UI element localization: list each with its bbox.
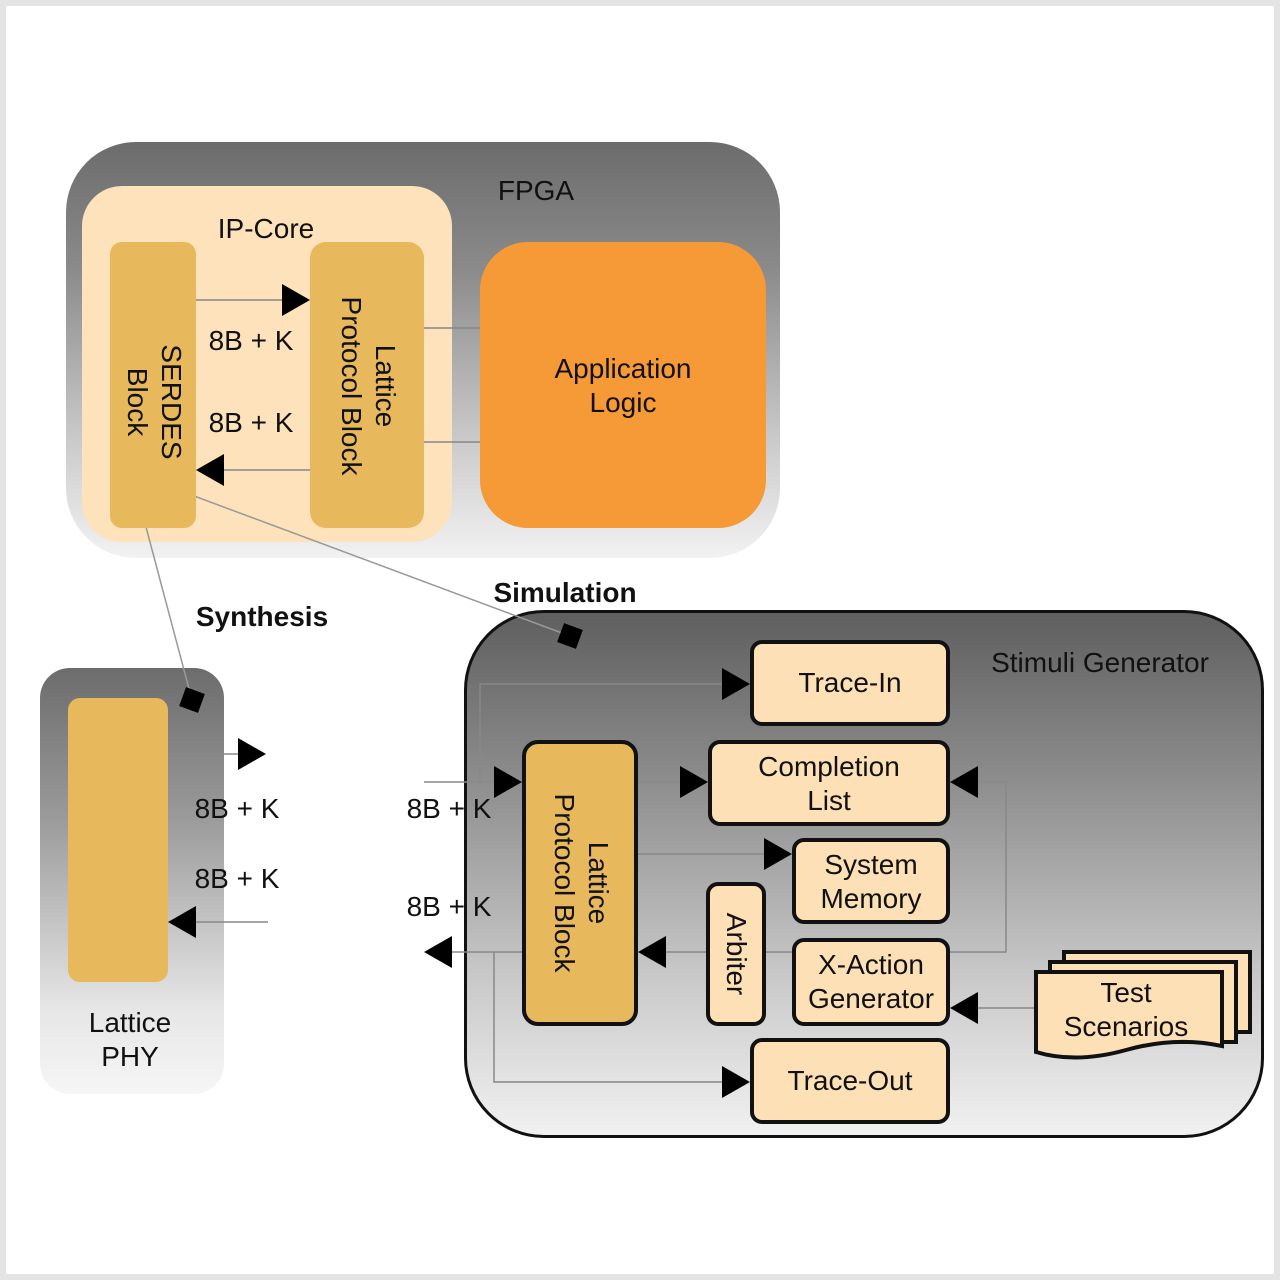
stimuli-lattice-protocol-block [522,740,638,1026]
trace-in-label: Trace-In [798,667,902,698]
trace-out-line [493,952,724,1083]
arbiter-label: Arbiter [721,912,752,996]
trace-in-block [750,640,950,726]
completion-feedback-arrow [950,766,978,798]
completion-list-block [708,740,950,826]
ip-core-label: IP-Core [217,213,315,244]
stimuli-signal-top: 8B + K [406,793,492,824]
stimuli-generator-title: Stimuli Generator [991,647,1209,678]
phy-anchor [179,687,205,713]
phy-tx-arrow [238,738,266,770]
arbiter-block [706,882,766,1026]
fpga-tx-arrow [282,284,310,316]
trace-in-arrow [722,668,750,700]
trace-out-label: Trace-Out [787,1065,913,1096]
synthesis-link [141,511,193,701]
fpga-rx-arrow [196,454,224,486]
phy-signal-top: 8B + K [194,793,280,824]
memory-in-arrow [764,838,792,870]
arbiter-out-arrow [638,936,666,968]
phy-rx-arrow [168,906,196,938]
fpga-signal-bottom: 8B + K [208,407,294,438]
fpga-signal-top: 8B + K [208,325,294,356]
fpga-lattice-protocol-block [310,242,424,528]
system-memory-block [792,838,950,924]
stimuli-in-arrow [494,766,522,798]
stimuli-anchor [557,623,583,649]
application-logic-block [480,242,766,528]
trace-out-block [750,1038,950,1124]
stimuli-signal-bottom: 8B + K [406,891,492,922]
serdes-block [110,242,196,528]
phy-signal-bottom: 8B + K [194,863,280,894]
lattice-phy-label: Lattice PHY [88,1007,172,1072]
fpga-lattice-protocol-block-label: Lattice Protocol Block [336,296,401,476]
connectors-layer [84,284,1036,1098]
test-scenarios-label: Test Scenarios [1063,977,1189,1042]
simulation-link [177,489,571,637]
completion-in-arrow [680,766,708,798]
serdes-block-label: SERDES Block [122,344,187,460]
trace-in-line [479,683,724,782]
completion-feedback-line [950,781,1007,953]
synthesis-label: Synthesis [195,601,329,632]
scenarios-arrow [950,992,978,1024]
completion-list-label: Completion List [758,751,900,816]
x-action-generator-label: X-Action Generator [807,949,935,1014]
x-action-generator-block [792,938,950,1026]
stimuli-lattice-protocol-block-label: Lattice Protocol Block [549,793,614,973]
phy-buffer-block [68,698,168,982]
system-memory-label: System Memory [820,849,922,914]
test-scenarios-icon [1034,950,1252,1060]
application-logic-label: Application Logic [554,353,692,418]
trace-out-arrow [722,1066,750,1098]
stimuli-out-arrow [424,936,452,968]
fpga-title: FPGA [497,175,575,206]
simulation-label: Simulation [493,577,637,608]
